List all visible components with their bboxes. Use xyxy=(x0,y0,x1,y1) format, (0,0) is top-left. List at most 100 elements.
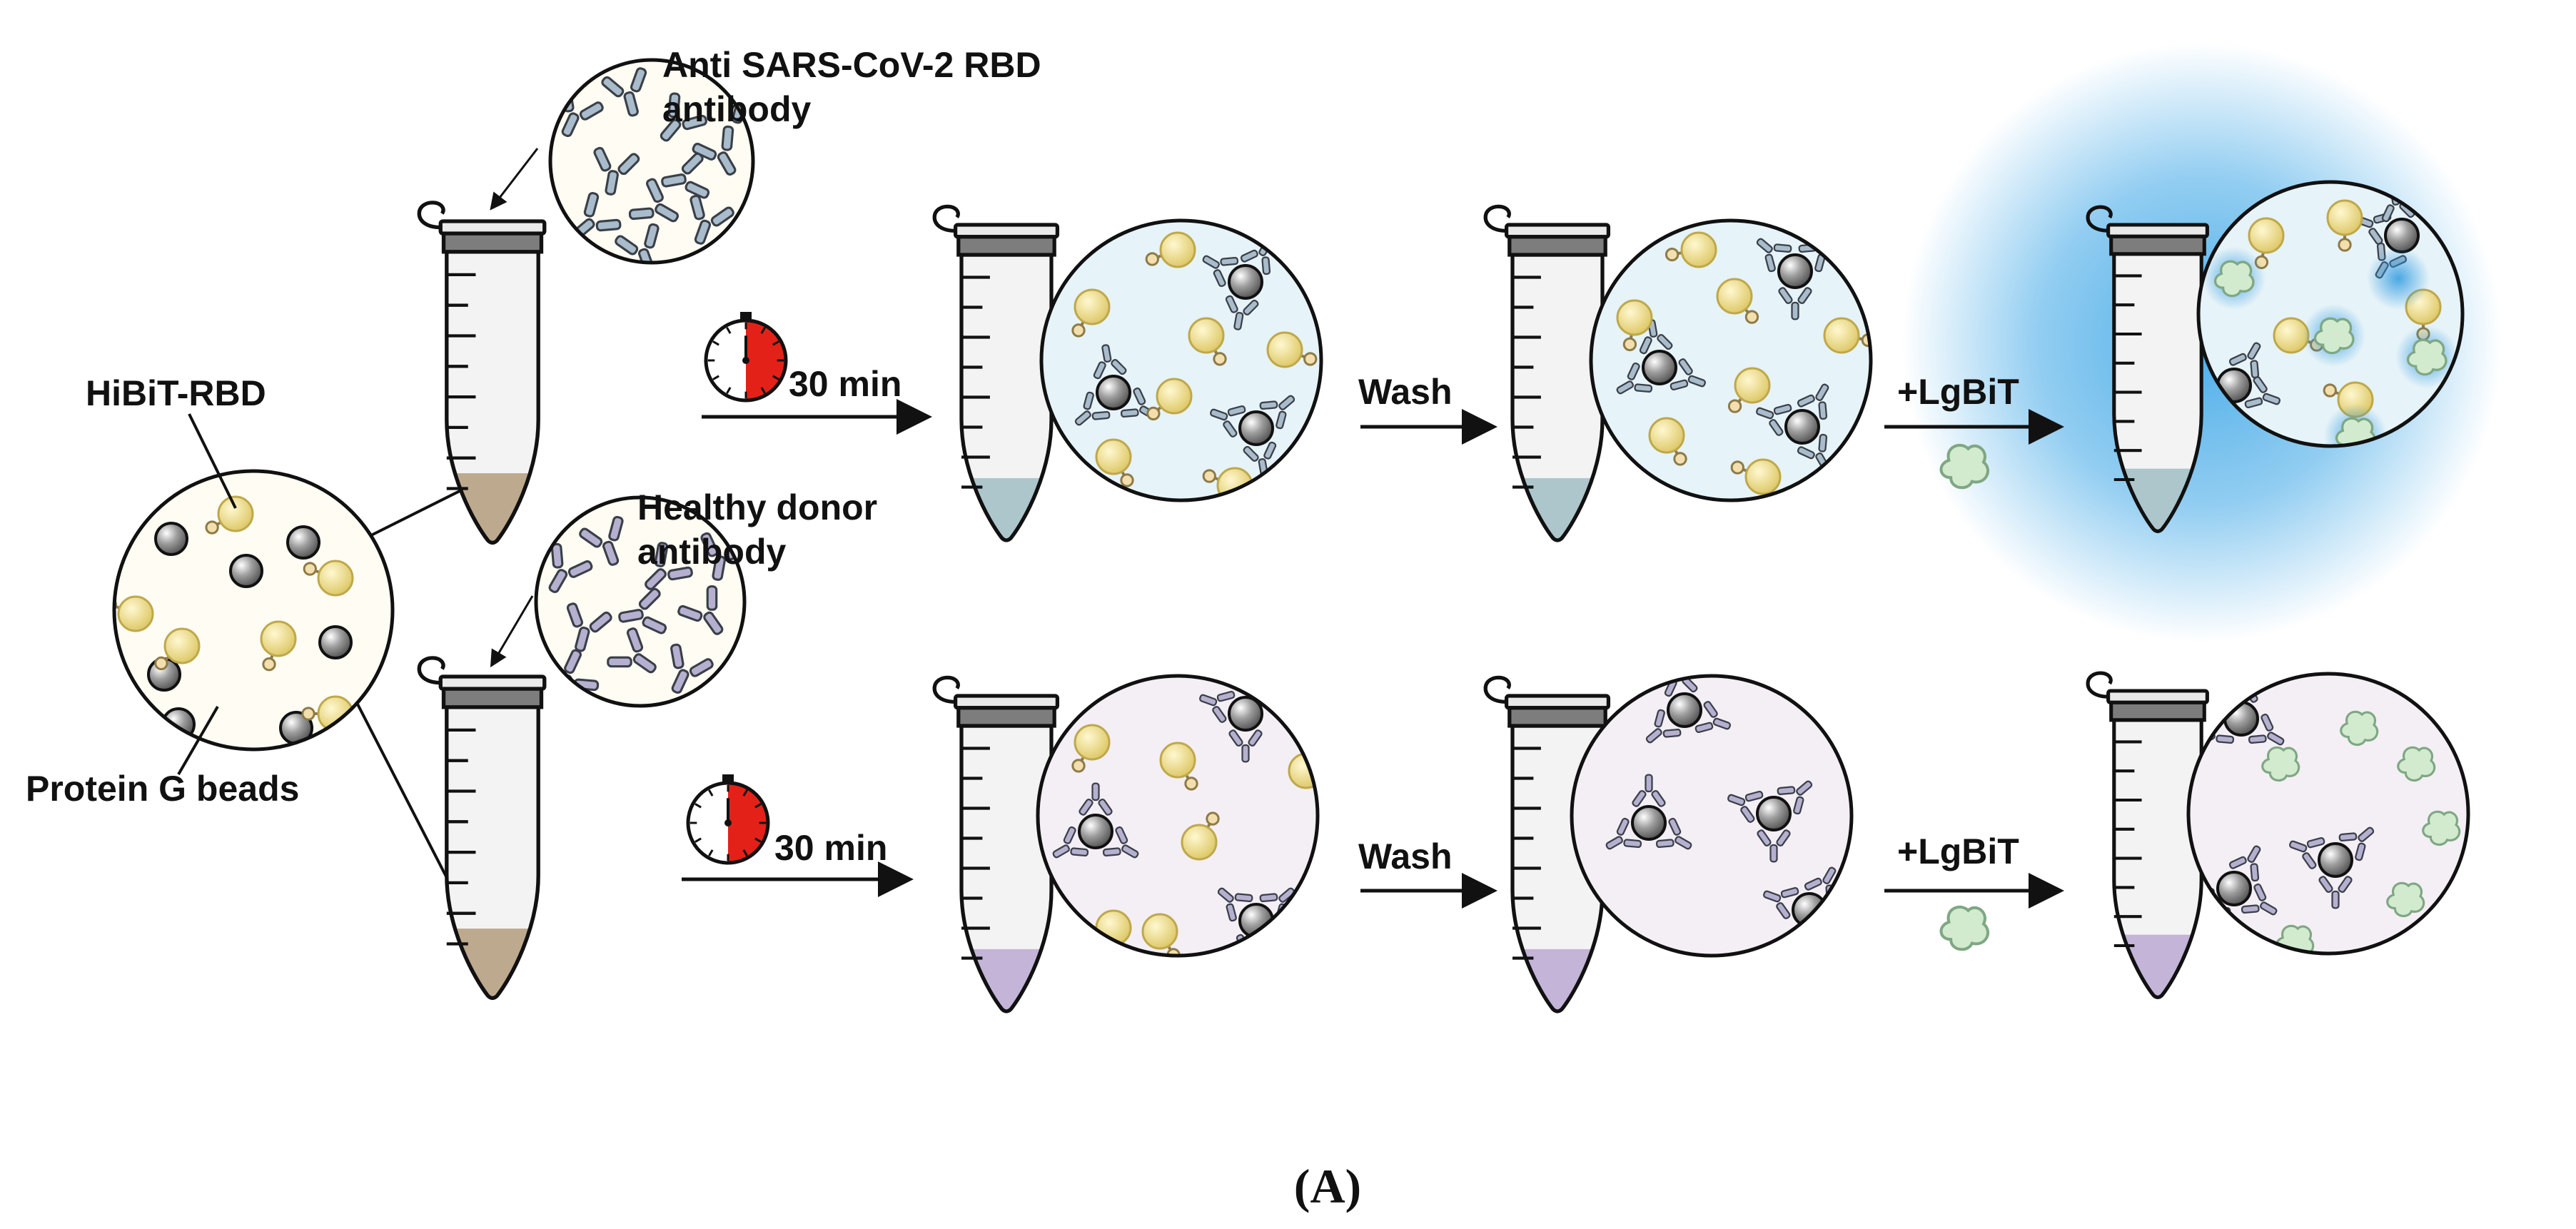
antibody-icon xyxy=(1210,405,1246,438)
bead-icon xyxy=(229,554,263,588)
antibody-icon xyxy=(628,178,680,223)
antibody-icon xyxy=(1217,887,1253,922)
hibit-rbd-icon xyxy=(317,560,354,597)
circle-lgbit-bottom xyxy=(2186,672,2470,956)
label-healthy-antibody-line1: Healthy donor xyxy=(637,487,877,527)
tube-incubation-bottom xyxy=(932,675,1060,1013)
lgbit-icon xyxy=(2340,710,2379,746)
lgbit-icon xyxy=(2213,260,2255,298)
antibody-icon xyxy=(1632,774,1666,807)
timer-icon-bottom xyxy=(686,774,770,865)
pointer-hibit-rbd xyxy=(188,413,237,509)
bead-icon xyxy=(1631,805,1667,841)
hibit-rbd-icon xyxy=(1181,824,1218,861)
antibody-icon xyxy=(670,643,714,694)
bead-icon xyxy=(318,625,353,659)
hibit-rbd-icon xyxy=(1716,278,1753,315)
bead-icon xyxy=(1756,796,1792,831)
circle-beads-mixture xyxy=(112,469,395,752)
antibody-icon xyxy=(1727,790,1764,823)
lgbit-icon xyxy=(2276,924,2315,954)
antibody-icon xyxy=(1756,403,1792,436)
antibody-icon xyxy=(1670,358,1706,391)
panel-label: (A) xyxy=(1294,1159,1361,1213)
bead-icon xyxy=(1228,696,1263,732)
tube-lgbit-bottom xyxy=(2086,671,2209,999)
antibody-icon xyxy=(645,542,693,590)
antibody-icon xyxy=(2228,342,2261,379)
antibody-icon xyxy=(1778,287,1812,320)
antibody-icon xyxy=(1763,886,1799,919)
arrow-add-healthy-antibody xyxy=(490,595,534,668)
hibit-rbd-icon xyxy=(1159,231,1196,268)
antibody-icon xyxy=(1797,383,1829,420)
antibody-icon xyxy=(1655,817,1692,850)
antibody-icon xyxy=(2241,883,2278,916)
antibody-icon xyxy=(1259,395,1295,430)
antibody-icon xyxy=(1102,826,1139,859)
antibody-icon xyxy=(1694,701,1731,734)
bead-icon xyxy=(2216,871,2252,906)
hibit-rbd-icon xyxy=(1141,913,1178,950)
bead-icon xyxy=(2223,701,2259,737)
bead-icon xyxy=(154,522,188,556)
hibit-rbd-icon xyxy=(1648,417,1685,454)
hibit-rbd-icon xyxy=(1823,317,1860,354)
bead-icon xyxy=(1667,692,1702,728)
lgbit-icon xyxy=(2397,746,2436,782)
antibody-icon xyxy=(579,515,624,566)
bead-icon xyxy=(1096,375,1131,410)
bead-icon xyxy=(1078,814,1113,849)
circle-wash-bottom xyxy=(1570,674,1854,958)
label-protein-g-beads: Protein G beads xyxy=(26,769,299,809)
hibit-rbd-icon xyxy=(1074,288,1111,325)
antibody-icon xyxy=(1605,817,1642,850)
bead-icon xyxy=(1238,410,1274,446)
antibody-icon xyxy=(1757,829,1791,863)
antibody-icon xyxy=(2224,674,2258,703)
lgbit-icon xyxy=(1939,905,1989,951)
label-anti-antibody-line2: antibody xyxy=(662,89,812,129)
antibody-icon xyxy=(548,542,593,594)
antibody-icon xyxy=(1199,690,1236,723)
antibody-icon xyxy=(690,194,734,245)
antibody-icon xyxy=(661,152,710,199)
circle-anti-antibody xyxy=(548,58,755,265)
lgbit-icon xyxy=(2313,317,2355,355)
label-lgbit-top: +LgBiT xyxy=(1897,372,2019,412)
circle-incubation-top xyxy=(1039,218,1323,502)
label-time-bottom: 30 min xyxy=(774,828,887,868)
hibit-rbd-icon xyxy=(1744,458,1782,495)
tube-lgbit-top xyxy=(2086,205,2209,533)
antibody-icon xyxy=(1093,344,1127,380)
antibody-icon xyxy=(1074,391,1111,426)
antibody-icon xyxy=(1756,238,1792,273)
hibit-rbd-icon xyxy=(260,620,297,657)
antibody-icon xyxy=(677,585,724,635)
label-wash-top: Wash xyxy=(1358,372,1453,412)
label-hibit-rbd: HiBiT-RBD xyxy=(86,373,266,413)
antibody-icon xyxy=(1228,729,1263,763)
lgbit-icon xyxy=(2406,338,2448,376)
lgbit-icon xyxy=(2422,810,2461,846)
hibit-rbd-icon xyxy=(217,495,254,532)
circle-incubation-bottom xyxy=(1036,674,1320,958)
connector-line-top xyxy=(370,484,472,537)
label-anti-antibody-line1: Anti SARS-CoV-2 RBD xyxy=(662,45,1041,85)
hibit-rbd-icon xyxy=(1680,231,1717,268)
antibody-icon xyxy=(2248,713,2285,746)
antibody-icon xyxy=(1645,709,1682,744)
antibody-icon xyxy=(1797,433,1829,470)
antibody-icon xyxy=(593,146,640,196)
hibit-rbd-icon xyxy=(1188,317,1225,354)
bead-icon xyxy=(1792,892,1827,928)
antibody-icon xyxy=(572,192,622,240)
antibody-icon xyxy=(2318,876,2353,909)
antibody-icon xyxy=(618,587,667,634)
pointer-protein-g xyxy=(177,705,219,776)
antibody-icon xyxy=(1796,923,1830,956)
bead-icon xyxy=(1784,409,1820,445)
circle-lgbit-top xyxy=(2196,180,2465,448)
